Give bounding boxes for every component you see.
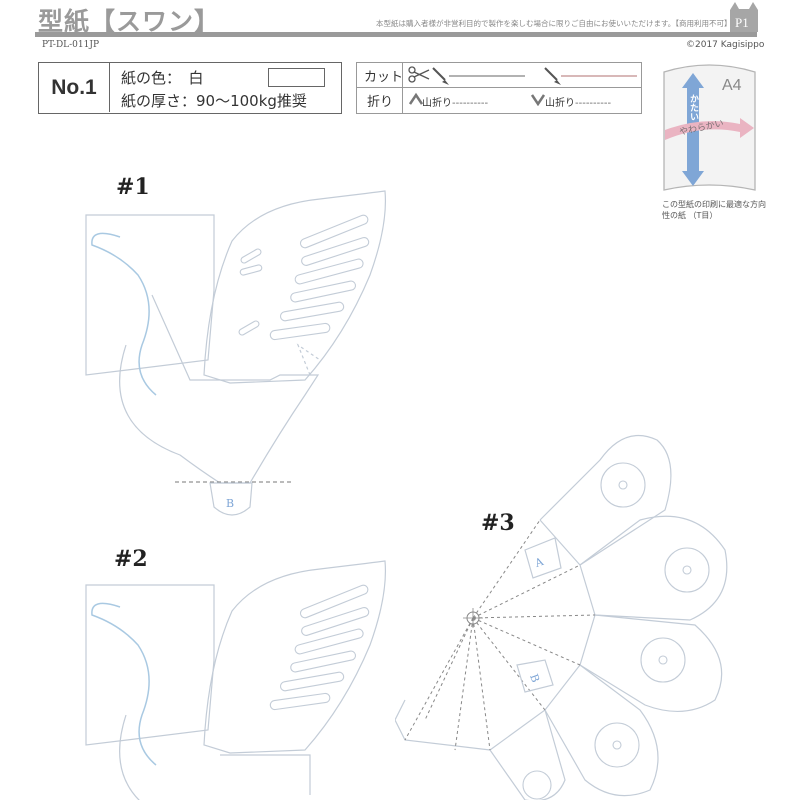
part-label-3: #3 <box>481 510 515 536</box>
usage-notice: 本型紙は購入者様が非営利目的で製作を楽しむ場合に限りご自由にお使いいただけます。… <box>376 19 732 28</box>
craft-knife-icon <box>544 67 561 85</box>
fan-petal <box>489 709 566 800</box>
part-label-2: #2 <box>114 546 148 572</box>
header-rule <box>35 32 757 37</box>
paper-grain-indicator: A4 かたい やわらかい <box>663 64 756 191</box>
paper-size: A4 <box>722 77 742 94</box>
color-swatch <box>268 68 325 87</box>
fold-label: 折り <box>367 95 394 110</box>
wing-outline <box>203 190 386 384</box>
legend-column-divider <box>402 63 403 113</box>
mountain-fold-label: 山折り‐‐‐‐‐‐‐‐‐‐ <box>422 98 489 109</box>
scissors-icon <box>408 66 430 83</box>
page-title: 型紙【スワン】 <box>38 7 221 36</box>
stiff-label: かたい <box>688 94 699 121</box>
wing-slots <box>238 214 370 341</box>
tab-b-label: B <box>527 672 542 684</box>
tab-b <box>209 482 253 516</box>
page-badge: P1 <box>735 15 749 30</box>
fan-petal <box>579 515 728 621</box>
paper-note: この型紙の印刷に最適な方向性の紙 （T目） <box>662 200 766 220</box>
wing-fold <box>296 343 321 376</box>
swan-neck <box>91 602 157 766</box>
tab-a <box>524 537 562 579</box>
legend-divider <box>357 87 641 88</box>
fan-template-3: A B <box>395 434 728 800</box>
paper-color: 紙の色： 白 <box>121 69 204 87</box>
soft-direction-arrow <box>665 118 754 140</box>
swan-body <box>119 294 320 484</box>
fan-petal <box>539 434 672 566</box>
swan-neck <box>91 232 157 396</box>
swan-template-1: B <box>85 190 386 516</box>
pattern-code: PT-DL-011JP <box>42 40 100 50</box>
tab-b <box>516 659 554 693</box>
copyright: ©2017 Kagisippo <box>686 40 765 50</box>
fan-petal <box>544 664 659 797</box>
fan-petal <box>579 614 723 713</box>
wing-outline <box>203 560 386 754</box>
paper-thickness: 紙の厚さ：90〜100kg推奨 <box>121 92 307 110</box>
fold-lines <box>404 519 596 751</box>
swan-template-2 <box>85 560 386 800</box>
cut-samples <box>408 66 637 85</box>
line-legend: カット 折り 山折り‐‐‐‐‐‐‐‐‐‐ 山折り‐‐‐‐‐‐‐‐‐‐ <box>356 62 642 114</box>
valley-fold-icon <box>531 94 545 106</box>
mountain-fold-icon <box>409 92 423 105</box>
part-number: No.1 <box>39 63 110 112</box>
cut-label: カット <box>364 70 404 85</box>
part-label-1: #1 <box>116 174 150 200</box>
flower-cutouts <box>522 462 710 800</box>
tab-b-label: B <box>226 497 234 510</box>
cat-logo-icon: P1 <box>730 2 758 32</box>
back-panel <box>85 214 215 376</box>
craft-knife-icon <box>432 67 449 85</box>
valley-fold-label: 山折り‐‐‐‐‐‐‐‐‐‐ <box>545 98 612 109</box>
tab-a-label: A <box>532 555 546 571</box>
spec-box: No.1 紙の色： 白 紙の厚さ：90〜100kg推奨 <box>38 62 342 114</box>
